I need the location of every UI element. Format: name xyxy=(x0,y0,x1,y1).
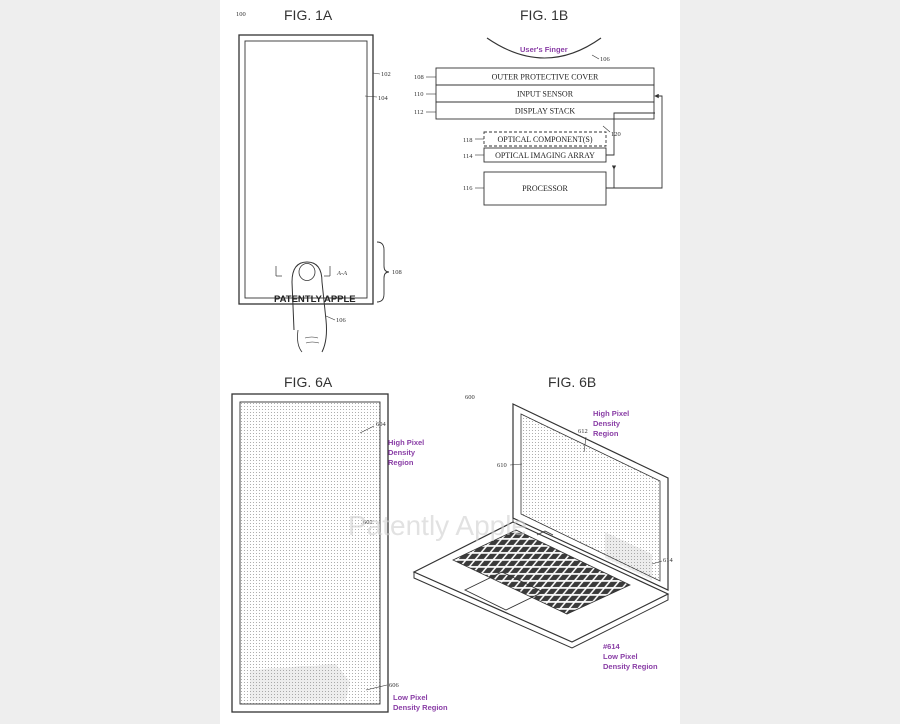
array-to-display-connector xyxy=(606,112,655,156)
ref-106: 106 xyxy=(336,317,347,324)
patently-apple-watermark-small: PATENTLY APPLE xyxy=(274,294,356,305)
layer-label-display-stack: DISPLAY STACK xyxy=(515,107,576,116)
display-outer-frame xyxy=(231,393,389,713)
processor-to-input-sensor-arrow xyxy=(606,93,663,189)
section-mark-left xyxy=(275,266,282,277)
laptop-high-label-line3: Region xyxy=(593,429,619,438)
laptop-low-label-line2: Density Region xyxy=(603,662,658,671)
ref-118: 118 xyxy=(463,137,473,144)
finger-label: User's Finger xyxy=(520,45,568,54)
ref-602: 602 xyxy=(363,519,373,526)
ref-610: 610 xyxy=(497,462,507,469)
patently-apple-watermark: Patently Apple xyxy=(348,510,527,541)
high-density-region xyxy=(239,401,381,705)
ref-104: 104 xyxy=(378,95,389,102)
laptop-hinge xyxy=(512,518,554,536)
finger-curve xyxy=(486,37,602,59)
laptop-low-ref: #614 xyxy=(603,642,621,651)
low-density-label-line1: Low Pixel xyxy=(393,693,428,702)
brace-108 xyxy=(376,241,390,303)
section-mark-right xyxy=(324,266,331,277)
fig-6a-title: FIG. 6A xyxy=(284,374,333,390)
laptop-low-label-line1: Low Pixel xyxy=(603,652,638,661)
ref-108: 108 xyxy=(392,269,402,276)
low-density-label-line2: Density Region xyxy=(393,703,448,712)
ref-100: 100 xyxy=(236,11,246,18)
laptop-keyboard xyxy=(452,529,631,615)
laptop-screen-high-density xyxy=(520,413,661,582)
fig-1a-title: FIG. 1A xyxy=(284,7,333,23)
fig-6b: FIG. 6B 600 High Pixel Density Region 61… xyxy=(412,374,674,671)
device-display xyxy=(244,40,368,299)
ref-116: 116 xyxy=(463,185,473,192)
ref-110: 110 xyxy=(414,91,424,98)
laptop-high-label-line2: Density xyxy=(593,419,621,428)
section-label: A-A xyxy=(336,270,347,277)
high-density-label-line2: Density xyxy=(388,448,416,457)
laptop-trackpad xyxy=(463,571,545,611)
device-outer-frame xyxy=(238,34,374,305)
fig-6a: FIG. 6A 604 High Pixel Density Region 60… xyxy=(231,374,448,713)
fig-1a: FIG. 1A 100 102 104 108 A-A PATENTLY APP… xyxy=(236,7,402,353)
ref-600: 600 xyxy=(465,394,475,401)
layer-display-stack xyxy=(435,101,655,120)
laptop-base-edge xyxy=(413,572,669,649)
laptop-screen-low-density xyxy=(605,532,652,580)
low-density-region xyxy=(250,664,350,700)
ref-108-b: 108 xyxy=(414,74,424,81)
laptop-lid xyxy=(512,403,669,591)
fig-1b: FIG. 1B User's Finger 106 OUTER PROTECTI… xyxy=(414,7,663,206)
ref-114: 114 xyxy=(463,153,473,160)
ref-604: 604 xyxy=(376,421,387,428)
processor-box xyxy=(483,171,607,206)
ref-finger-106: 106 xyxy=(600,56,611,63)
high-density-label-line3: Region xyxy=(388,458,414,467)
ref-112: 112 xyxy=(414,109,424,116)
ref-606: 606 xyxy=(389,682,400,689)
layer-label-cover: OUTER PROTECTIVE COVER xyxy=(492,73,599,82)
optical-imaging-array-label: OPTICAL IMAGING ARRAY xyxy=(495,151,595,160)
layer-label-input-sensor: INPUT SENSOR xyxy=(517,90,574,99)
ref-120: 120 xyxy=(611,131,621,138)
fig-6b-title: FIG. 6B xyxy=(548,374,596,390)
laptop-high-label-line1: High Pixel xyxy=(593,409,629,418)
high-density-label-line1: High Pixel xyxy=(388,438,424,447)
processor-label: PROCESSOR xyxy=(522,184,568,193)
ref-612: 612 xyxy=(578,428,588,435)
optical-components-label: OPTICAL COMPONENT(S) xyxy=(497,135,592,144)
finger-illustration xyxy=(291,261,327,353)
ref-102: 102 xyxy=(381,71,391,78)
fig-1b-title: FIG. 1B xyxy=(520,7,568,23)
ref-614: 614 xyxy=(663,557,674,564)
